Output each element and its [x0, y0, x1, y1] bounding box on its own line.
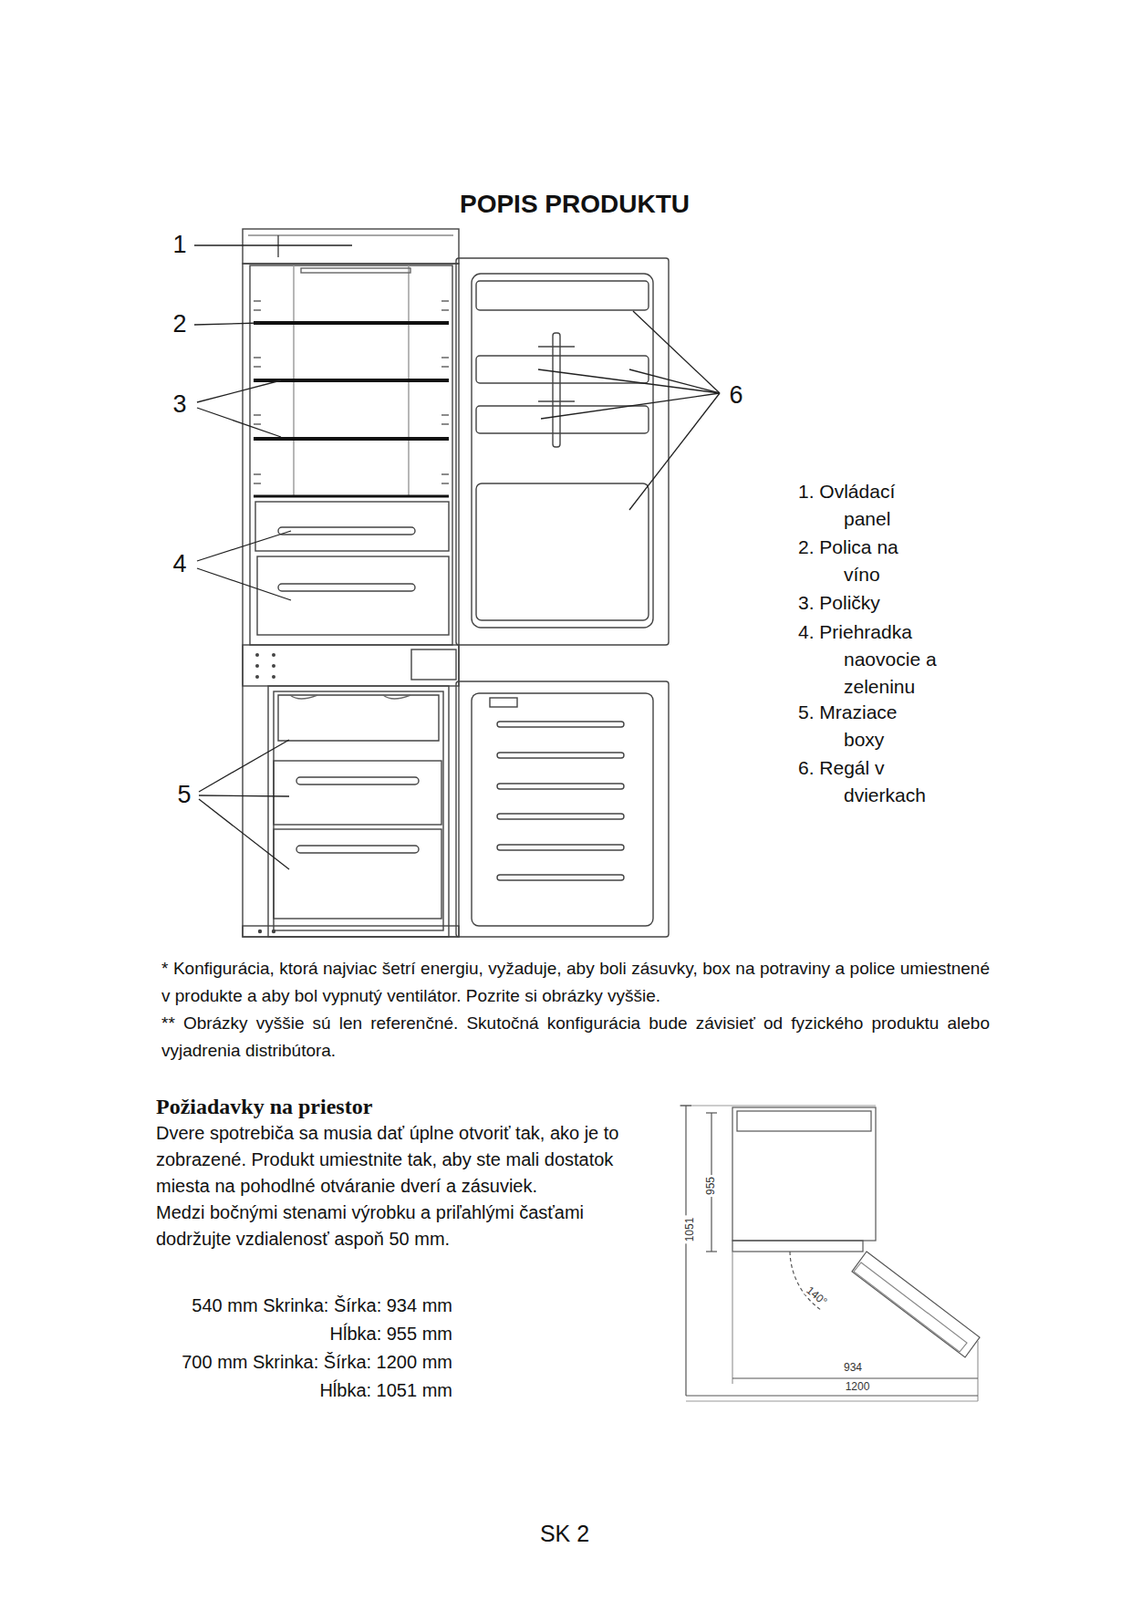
body-text: Dvere spotrebiča sa musia dať úplne otvo…	[155, 1120, 654, 1200]
part-name: 2. Polica na víno	[798, 533, 940, 589]
dimension-spec: 700 mm Skrinka: Šírka: 1200 mm	[109, 1348, 453, 1377]
page-number: SK 2	[540, 1521, 590, 1548]
callout-number: 6	[728, 382, 743, 410]
footnote: ** Obrázky vyššie sú len referenčné. Sku…	[161, 1009, 990, 1065]
part-name: 3. Poličky	[798, 589, 940, 617]
space-requirements: Požiadavky na priestorDvere spotrebiča s…	[155, 1092, 654, 1253]
part-name: 6. Regál v dvierkach	[798, 754, 940, 810]
footnote: * Konfigurácia, ktorá najviac šetrí ener…	[161, 955, 990, 1010]
angle-label: 140°	[802, 1283, 831, 1310]
callout-number: 5	[176, 781, 191, 810]
dimension-label: 1200	[843, 1381, 873, 1393]
dimension-label: 955	[705, 1174, 717, 1197]
dimension-spec: 540 mm Skrinka: Šírka: 934 mm	[109, 1291, 453, 1320]
page-title: POPIS PRODUKTU	[459, 189, 690, 219]
part-name: 1. Ovládací panel	[798, 477, 940, 533]
body-text: Medzi bočnými stenami výrobku a priľahlý…	[155, 1199, 654, 1253]
callout-number: 1	[172, 231, 187, 260]
cabinet-sizes: 540 mm Skrinka: Šírka: 934 mmHĺbka: 955 …	[109, 1291, 453, 1405]
dimension-label: 1051	[684, 1215, 696, 1245]
dimension-label: 934	[841, 1361, 864, 1374]
callout-number: 4	[172, 550, 187, 579]
notes: * Konfigurácia, ktorá najviac šetrí ener…	[161, 955, 990, 1065]
dimension-spec: Hĺbka: 1051 mm	[109, 1376, 453, 1405]
part-name: 5. Mraziace boxy	[798, 698, 940, 754]
callout-number: 3	[172, 391, 187, 419]
dimension-spec: Hĺbka: 955 mm	[109, 1319, 453, 1349]
section-heading: Požiadavky na priestor	[155, 1092, 654, 1121]
part-name: 4. Priehradka naovocie a zeleninu	[798, 618, 940, 701]
callout-number: 2	[172, 311, 187, 339]
